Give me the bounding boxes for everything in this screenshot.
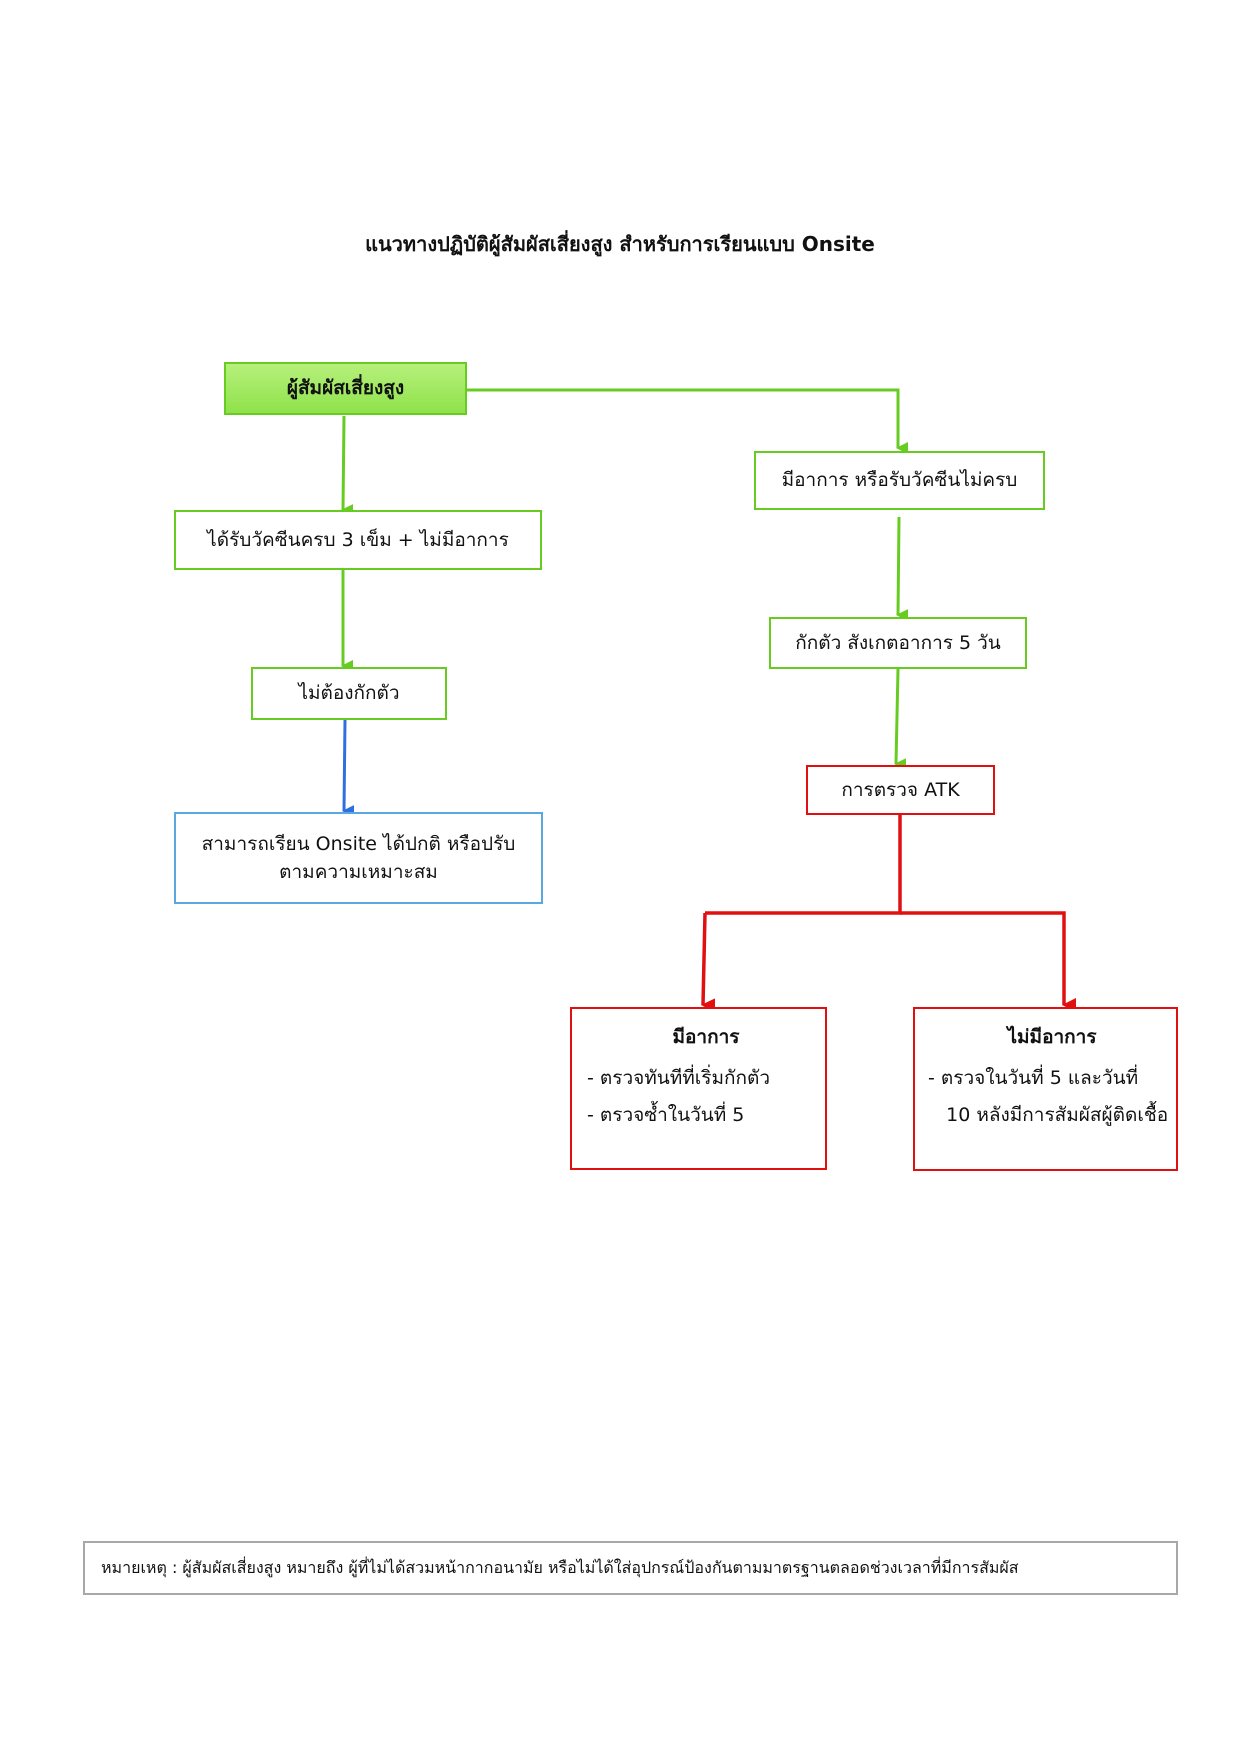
arrow-start-to-symptoms <box>467 388 908 454</box>
node-quarantine-5-days: กักตัว สังเกตอาการ 5 วัน <box>769 617 1027 669</box>
node-line-2: - ตรวจซ้ำในวันที่ 5 <box>587 1104 745 1127</box>
node-label: การตรวจ ATK <box>841 778 960 801</box>
arrow-quarantine-to-atk <box>894 668 907 771</box>
node-vaccinated-no-symptoms: ได้รับวัคซีนครบ 3 เข็ม + ไม่มีอาการ <box>174 510 542 570</box>
arrow-atk-to-asymptomatic <box>900 911 1076 1012</box>
node-heading: มีอาการ <box>672 1026 740 1048</box>
node-label: มีอาการ หรือรับวัคซีนไม่ครบ <box>781 469 1018 492</box>
arrow-no-quarantine-to-onsite <box>342 719 355 818</box>
node-symptoms-or-incomplete-vaccine: มีอาการ หรือรับวัคซีนไม่ครบ <box>754 451 1045 510</box>
node-no-quarantine: ไม่ต้องกักตัว <box>251 667 447 720</box>
node-label: ผู้สัมผัสเสี่ยงสูง <box>286 377 405 400</box>
arrow-symptoms-to-quarantine <box>896 516 909 622</box>
node-line-1: - ตรวจในวันที่ 5 และวันที่ <box>928 1067 1139 1090</box>
arrow-atk-split <box>705 815 902 915</box>
node-symptomatic: มีอาการ - ตรวจทันทีที่เริ่มกักตัว - ตรวจ… <box>570 1007 827 1170</box>
node-line-1: - ตรวจทันทีที่เริ่มกักตัว <box>587 1067 771 1090</box>
footnote-text: หมายเหตุ : ผู้สัมผัสเสี่ยงสูง หมายถึง ผู… <box>101 1557 1019 1577</box>
node-high-risk-contact: ผู้สัมผัสเสี่ยงสูง <box>224 362 467 415</box>
arrow-start-to-vaccinated <box>341 415 354 517</box>
footnote: หมายเหตุ : ผู้สัมผัสเสี่ยงสูง หมายถึง ผู… <box>83 1541 1178 1595</box>
page-title: แนวทางปฏิบัติผู้สัมผัสเสี่ยงสูง สำหรับกา… <box>365 232 875 256</box>
arrow-atk-to-symptomatic <box>701 912 716 1013</box>
node-heading: ไม่มีอาการ <box>1007 1026 1097 1048</box>
node-label: ไม่ต้องกักตัว <box>298 682 400 705</box>
node-onsite-learning: สามารถเรียน Onsite ได้ปกติ หรือปรับ ตามค… <box>174 812 543 904</box>
node-asymptomatic: ไม่มีอาการ - ตรวจในวันที่ 5 และวันที่ 10… <box>913 1007 1178 1171</box>
node-line-2: 10 หลังมีการสัมผัสผู้ติดเชื้อ <box>928 1104 1169 1127</box>
node-label-line-1: สามารถเรียน Onsite ได้ปกติ หรือปรับ <box>201 832 516 855</box>
node-label: ได้รับวัคซีนครบ 3 เข็ม + ไม่มีอาการ <box>207 528 509 551</box>
node-atk-test: การตรวจ ATK <box>806 765 995 815</box>
node-label-line-2: ตามความเหมาะสม <box>279 861 438 883</box>
node-label: กักตัว สังเกตอาการ 5 วัน <box>795 631 1001 654</box>
